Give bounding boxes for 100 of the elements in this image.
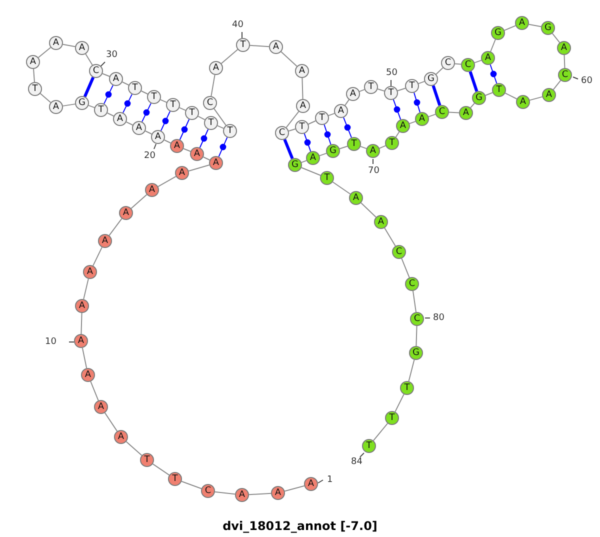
nucleotide-circle: G xyxy=(409,346,423,360)
backbone-line xyxy=(152,463,170,476)
nucleotide-circle: T xyxy=(362,439,376,453)
nucleotide-circle: A xyxy=(109,72,123,86)
nucleotide-circle: A xyxy=(170,139,184,153)
nucleotide-circle: C xyxy=(392,245,406,259)
nucleotide-circle: A xyxy=(304,477,318,491)
nucleotide-circle: T xyxy=(364,80,378,94)
nucleotide-circle: T xyxy=(320,171,334,185)
nucleotide-circle: G xyxy=(472,91,486,105)
nucleotide-circle: A xyxy=(151,130,165,144)
backbone-line xyxy=(302,78,304,100)
nucleotide-circle: A xyxy=(113,112,127,126)
base-pair-line xyxy=(160,110,171,132)
backbone-line xyxy=(504,25,516,31)
backbone-line xyxy=(401,258,410,278)
backbone-line xyxy=(454,63,462,65)
nucleotide-circle: A xyxy=(175,166,189,180)
nucleotide-circle: T xyxy=(295,120,309,134)
backbone-line xyxy=(474,60,482,64)
position-number: 10 xyxy=(45,337,56,347)
nucleotide-circle: G xyxy=(75,96,89,110)
nucleotide-circle: A xyxy=(209,61,223,75)
nucleotide-circle: A xyxy=(334,104,348,118)
base-pair-line xyxy=(392,99,402,120)
nucleotide-circle: C xyxy=(405,277,419,291)
position-number: 60 xyxy=(581,76,592,86)
base-pair-line xyxy=(283,138,294,160)
nucleotide-circle: C xyxy=(461,58,475,72)
backbone-line xyxy=(408,359,415,382)
backbone-line xyxy=(108,218,122,236)
backbone-line xyxy=(248,492,272,496)
base-pair-line xyxy=(468,71,478,92)
nucleotide-circle: A xyxy=(145,183,159,197)
backbone-line xyxy=(319,152,327,156)
nucleotide-circle: A xyxy=(94,400,108,414)
backbone-line xyxy=(360,146,367,150)
backbone-line xyxy=(412,290,416,313)
position-number: 1 xyxy=(327,475,333,485)
diagram-title: dvi_18012_annot [-7.0] xyxy=(222,519,378,533)
base-pair-line xyxy=(199,128,209,148)
backbone-line xyxy=(332,181,351,195)
nucleotide-circle: T xyxy=(384,86,398,100)
backbone-line xyxy=(92,246,102,266)
backbone-line xyxy=(188,164,210,172)
backbone-line xyxy=(210,74,216,97)
nucleotide-circle: C xyxy=(203,96,217,110)
backbone-line xyxy=(308,120,316,125)
backbone-line xyxy=(220,49,238,64)
nucleotide-circle: A xyxy=(515,16,529,30)
nucleotide-circle: A xyxy=(366,144,380,158)
base-pair-line xyxy=(122,94,132,114)
nucleotide-circle: T xyxy=(147,90,161,104)
nucleotide-circle: T xyxy=(140,453,154,467)
backbone-line xyxy=(436,67,444,75)
backbone-line xyxy=(339,146,348,150)
nucleotide-circle: A xyxy=(374,215,388,229)
nucleotide-circle: A xyxy=(269,40,283,54)
backbone-line xyxy=(33,68,35,83)
nucleotide-circle: C xyxy=(441,56,455,70)
nucleotide-circle: A xyxy=(296,99,310,113)
nucleotide-circle: T xyxy=(223,124,237,138)
nucleotide-circle: T xyxy=(405,79,419,93)
base-pair-line xyxy=(324,124,332,145)
nucleotide-circle: C xyxy=(89,64,103,78)
base-pair-line xyxy=(432,85,442,106)
backbone-line xyxy=(214,108,226,126)
nucleotide-circle: A xyxy=(74,334,88,348)
nucleotide-circle: A xyxy=(235,488,249,502)
backbone-line xyxy=(552,32,560,44)
backbone-line xyxy=(88,104,95,108)
nucleotide-circle: T xyxy=(315,111,329,125)
nucleotide-circle: A xyxy=(114,430,128,444)
nucleotide-circle: T xyxy=(185,106,199,120)
nucleotide-circle: G xyxy=(288,158,302,172)
nucleotide-circle: C xyxy=(410,312,424,326)
base-pair-line xyxy=(343,117,352,138)
nucleotide-circle: A xyxy=(415,112,429,126)
backbone-line xyxy=(286,111,300,128)
backbone-line xyxy=(216,125,224,129)
backbone-line xyxy=(372,422,388,442)
nucleotide-circle: A xyxy=(75,41,89,55)
backbone-line xyxy=(178,107,186,111)
backbone-line xyxy=(416,326,418,346)
position-number: 50 xyxy=(386,68,398,78)
backbone-line xyxy=(38,46,52,58)
backbone-line xyxy=(90,380,99,402)
backbone-line xyxy=(284,485,305,492)
position-number: 20 xyxy=(144,151,156,161)
nucleotide-circle: T xyxy=(28,82,42,96)
backbone-line xyxy=(529,96,543,101)
nucleotide-circle: A xyxy=(209,156,223,170)
nucleotide-circle: A xyxy=(542,88,556,102)
nucleotide-circle: C xyxy=(201,484,215,498)
nucleotide-circle: A xyxy=(349,191,363,205)
backbone-line xyxy=(428,114,436,118)
backbone-line xyxy=(83,278,89,300)
nucleotide-circle: A xyxy=(190,147,204,161)
nucleotide-circle: A xyxy=(295,64,309,78)
nucleotide-circle: A xyxy=(132,121,146,135)
